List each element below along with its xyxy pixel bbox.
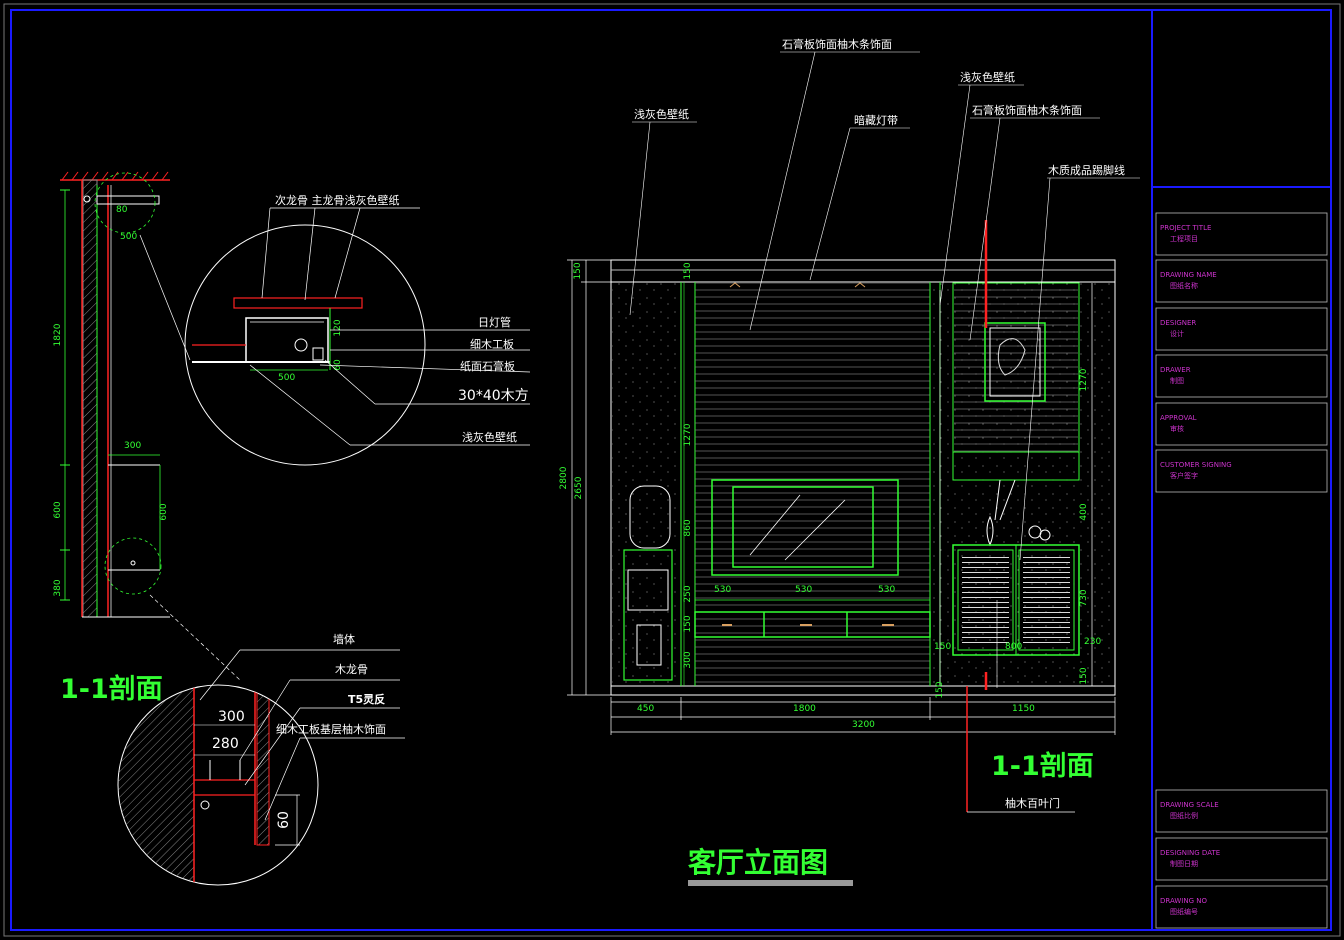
- section-marker-right: 1-1剖面: [991, 750, 1094, 782]
- title-block-label-en: DRAWING NO: [1160, 897, 1207, 905]
- callout-top-detail: 120 60 500 次龙骨 主龙骨浅灰色壁纸 日灯管 细木工板 纸面石膏板 3…: [184, 193, 531, 466]
- title-block-label-en: CUSTOMER SIGNING: [1160, 461, 1232, 469]
- title-block-label-en: DRAWER: [1160, 366, 1191, 374]
- label-right-board: 石膏板饰面柚木条饰面: [972, 103, 1082, 117]
- dim-380: 380: [53, 579, 63, 596]
- living-room-elevation: 150 2800 2650 150 1270 860 250 150 300 5…: [559, 37, 1140, 886]
- title-block-label-cn: 制图日期: [1170, 859, 1198, 868]
- title-block-label-en: DRAWING SCALE: [1160, 801, 1219, 809]
- title-block-label-cn: 客户签字: [1170, 471, 1198, 480]
- title-block-label-en: APPROVAL: [1160, 414, 1197, 422]
- label-blockboard: 细木工板: [470, 337, 514, 351]
- title-block-label-cn: 图纸比例: [1170, 811, 1198, 820]
- title-block-cell: [1155, 449, 1328, 493]
- callout-dim-500: 500: [278, 373, 295, 383]
- label-gypsum: 纸面石膏板: [460, 359, 515, 373]
- label-top-center: 石膏板饰面柚木条饰面: [782, 37, 892, 51]
- elev-dim-230: 230: [1084, 637, 1101, 647]
- callout-dim-60: 60: [333, 359, 343, 371]
- title-block-label-cn: 图纸名称: [1170, 281, 1198, 290]
- dim-600-right: 600: [159, 503, 169, 520]
- elev-dim-150-top: 150: [573, 262, 583, 279]
- title-block-label-en: DESIGNER: [1160, 319, 1196, 327]
- dim-600-left: 600: [53, 501, 63, 518]
- elev-dim-150-side: 150: [934, 642, 951, 652]
- elev-dim-150-right: 150: [1079, 667, 1089, 684]
- dim-80: 80: [116, 205, 128, 215]
- label-left-wallpaper: 浅灰色壁纸: [634, 107, 689, 121]
- elev-dim-1270-right: 1270: [1079, 368, 1089, 391]
- title-block-cell: [1155, 402, 1328, 446]
- section-title-left: 1-1剖面: [60, 673, 163, 705]
- title-block: PROJECT TITLE 工程项目 DRAWING NAME 图纸名称 DESIGNE…: [1155, 212, 1328, 929]
- elev-dim-400: 400: [1079, 503, 1089, 520]
- label-grey-wallpaper-left: 浅灰色壁纸: [462, 430, 517, 444]
- drawing-frame: [3, 3, 1341, 937]
- dim-300-bottom: 300: [218, 709, 245, 725]
- section-detail: 1820 600 380 80 500 300 600 1-1剖面: [53, 171, 241, 705]
- label-louver-door: 柚木百叶门: [1005, 796, 1060, 810]
- label-right-wallpaper: 浅灰色壁纸: [960, 70, 1015, 84]
- title-block-label-cn: 图纸编号: [1170, 907, 1198, 916]
- title-block-cell: [1155, 837, 1328, 881]
- elev-dim-150-bottom: 150: [935, 681, 945, 698]
- elev-dim-530-a: 530: [714, 585, 731, 595]
- title-block-cell: [1155, 354, 1328, 398]
- callout-dim-120: 120: [333, 319, 343, 336]
- callout-bottom-detail: 300 280 60 墙体 木龙骨 T5灵反 细木工板基层柚木饰面: [117, 632, 405, 886]
- label-t5: T5灵反: [348, 692, 385, 706]
- elev-dim-250: 250: [683, 585, 693, 602]
- title-block-label-en: DRAWING NAME: [1160, 271, 1217, 279]
- label-wood-batten: 30*40木方: [458, 388, 529, 404]
- title-block-cell: [1155, 885, 1328, 929]
- label-keel-wallpaper: 次龙骨 主龙骨浅灰色壁纸: [275, 193, 400, 207]
- elev-dim-1150: 1150: [1012, 704, 1035, 714]
- title-block-cell: [1155, 307, 1328, 351]
- title-block-cell: [1155, 212, 1328, 256]
- title-block-label-en: DESIGNING DATE: [1160, 849, 1220, 857]
- elev-dim-150-inner: 150: [683, 262, 693, 279]
- title-block-label-cn: 审核: [1170, 424, 1184, 433]
- elev-dim-800: 800: [1005, 642, 1022, 652]
- elev-dim-2650: 2650: [574, 476, 584, 499]
- elev-dim-450: 450: [637, 704, 654, 714]
- elev-dim-530-c: 530: [878, 585, 895, 595]
- dim-300-top: 300: [124, 441, 141, 451]
- elevation-title: 客厅立面图: [688, 846, 828, 879]
- elev-dim-2800: 2800: [559, 466, 569, 489]
- elev-dim-1270-center: 1270: [683, 423, 693, 446]
- elev-dim-150-cab: 150: [683, 615, 693, 632]
- elev-dim-1800: 1800: [793, 704, 816, 714]
- elev-dim-730: 730: [1079, 589, 1089, 606]
- title-block-cell: [1155, 789, 1328, 833]
- elev-dim-300: 300: [683, 651, 693, 668]
- title-block-cell: [1155, 259, 1328, 303]
- label-fluorescent: 日灯管: [478, 315, 511, 329]
- dim-1820: 1820: [53, 323, 63, 346]
- label-wall: 墙体: [333, 632, 355, 646]
- title-block-label-cn: 设计: [1170, 329, 1184, 338]
- elev-dim-3200: 3200: [852, 720, 875, 730]
- elev-dim-530-b: 530: [795, 585, 812, 595]
- elev-dim-860: 860: [683, 519, 693, 536]
- title-block-label-cn: 制图: [1170, 376, 1184, 385]
- label-wood-line: 木质成品踢脚线: [1048, 163, 1125, 177]
- dim-280-bottom: 280: [212, 736, 239, 752]
- label-hidden-light: 暗藏灯带: [854, 113, 898, 127]
- title-block-label-cn: 工程项目: [1170, 234, 1198, 243]
- label-teak-veneer: 细木工板基层柚木饰面: [276, 722, 386, 736]
- dim-500-top: 500: [120, 232, 137, 242]
- title-block-label-en: PROJECT TITLE: [1160, 224, 1211, 232]
- label-wood-keel: 木龙骨: [335, 663, 368, 676]
- dim-60-bottom: 60: [276, 811, 292, 829]
